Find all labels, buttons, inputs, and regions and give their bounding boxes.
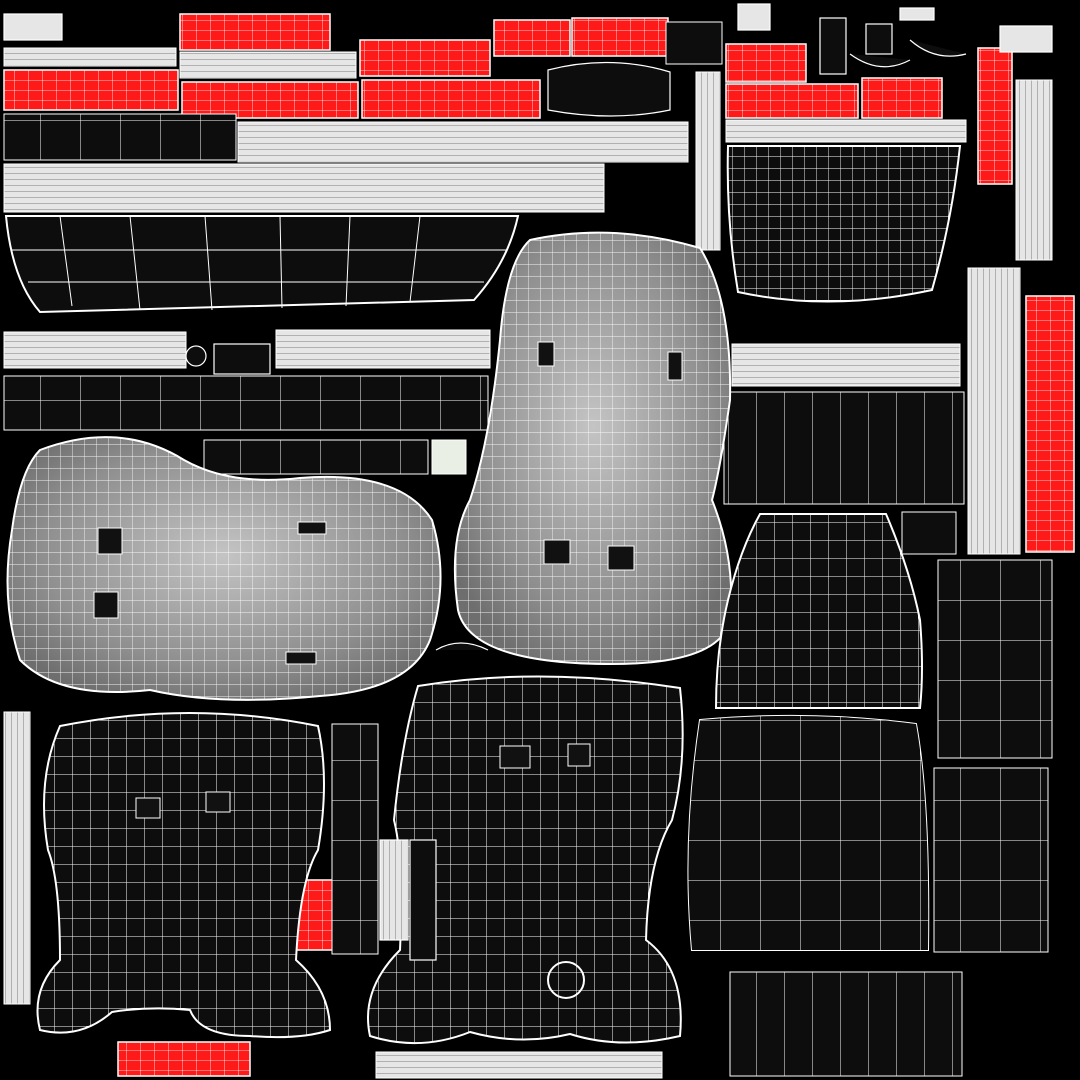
white-trim-strips	[3, 47, 1053, 1079]
upholstery-panel-middle-right	[714, 511, 1053, 759]
red-trim-strips	[3, 13, 1075, 1077]
seat-back-shell-grey	[453, 231, 733, 666]
black-trim-strips	[3, 21, 965, 1077]
upholstery-panel-top-right	[726, 145, 962, 303]
seat-bottom-shell-grey	[6, 436, 467, 701]
seat-shell-front-center	[367, 675, 684, 1045]
small-uv-details	[3, 3, 1053, 961]
seat-shell-front-left	[36, 712, 332, 1039]
upholstery-panel-bottom-right	[687, 714, 1049, 953]
trim-curved-panel	[4, 215, 520, 314]
